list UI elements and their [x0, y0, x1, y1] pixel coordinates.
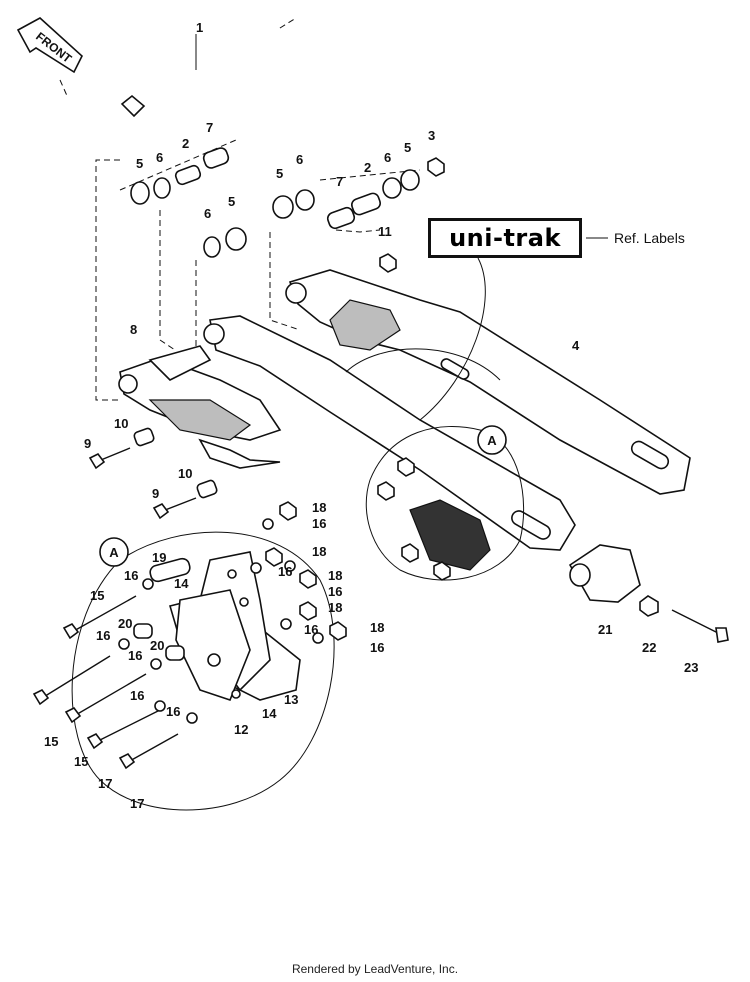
- callout-16: 16: [328, 584, 342, 599]
- pivot-shaft: [120, 17, 297, 118]
- clevis-assembly: [568, 544, 729, 643]
- callout-16: 16: [130, 688, 144, 703]
- callout-16: 16: [278, 564, 292, 579]
- callout-1: 1: [196, 20, 203, 35]
- front-arrow-icon: FRONT: [16, 17, 83, 99]
- callout-7: 7: [336, 174, 343, 189]
- callout-5: 5: [228, 194, 235, 209]
- callout-3: 3: [428, 128, 435, 143]
- detail-a-view: A: [32, 501, 347, 811]
- callout-18: 18: [328, 568, 342, 583]
- callout-23: 23: [684, 660, 698, 675]
- callout-9: 9: [152, 486, 159, 501]
- callout-5: 5: [276, 166, 283, 181]
- ref-labels-text: Ref. Labels: [614, 230, 685, 246]
- detail-marker-a-lower: A: [109, 545, 119, 560]
- callout-13: 13: [284, 692, 298, 707]
- callout-16: 16: [96, 628, 110, 643]
- callout-10: 10: [114, 416, 128, 431]
- callout-15: 15: [90, 588, 104, 603]
- callout-16: 16: [124, 568, 138, 583]
- callout-16: 16: [304, 622, 318, 637]
- callout-18: 18: [312, 544, 326, 559]
- callout-17: 17: [130, 796, 144, 811]
- unitrak-text: uni-trak: [449, 224, 561, 252]
- callout-2: 2: [364, 160, 371, 175]
- bushing-set-right: [272, 157, 445, 273]
- callout-6: 6: [296, 152, 303, 167]
- callout-15: 15: [44, 734, 58, 749]
- callout-6: 6: [204, 206, 211, 221]
- callout-17: 17: [98, 776, 112, 791]
- chain-slider: [148, 345, 212, 381]
- callout-5: 5: [136, 156, 143, 171]
- detail-a-locator: A: [365, 425, 525, 581]
- footer-credit: Rendered by LeadVenture, Inc.: [291, 962, 459, 976]
- bushing-set-left: [130, 147, 247, 258]
- callout-20: 20: [118, 616, 132, 631]
- unitrak-label: uni-trak: [428, 218, 582, 258]
- callout-14: 14: [262, 706, 277, 721]
- callout-labels: 1 2 2 3 4 5 5 5 5 6 6 6 6 7 7 8 9 9 10 1…: [44, 20, 698, 811]
- swingarm: [118, 269, 691, 551]
- callout-14: 14: [174, 576, 189, 591]
- assembly-lines: [95, 139, 421, 401]
- callout-18: 18: [328, 600, 342, 615]
- callout-18: 18: [312, 500, 326, 515]
- callout-16: 16: [128, 648, 142, 663]
- callout-16: 16: [370, 640, 384, 655]
- callout-19: 19: [152, 550, 166, 565]
- callout-21: 21: [598, 622, 612, 637]
- callout-6: 6: [384, 150, 391, 165]
- callout-16: 16: [166, 704, 180, 719]
- callout-8: 8: [130, 322, 137, 337]
- callout-15: 15: [74, 754, 88, 769]
- callout-22: 22: [642, 640, 656, 655]
- bolts-9-10: [88, 427, 218, 520]
- callout-18: 18: [370, 620, 384, 635]
- callout-6: 6: [156, 150, 163, 165]
- callout-5: 5: [404, 140, 411, 155]
- callout-7: 7: [206, 120, 213, 135]
- callout-20: 20: [150, 638, 164, 653]
- callout-10: 10: [178, 466, 192, 481]
- callout-16: 16: [312, 516, 326, 531]
- detail-marker-a-upper: A: [487, 433, 497, 448]
- callout-12: 12: [234, 722, 248, 737]
- unitrak-leader: [419, 257, 486, 421]
- callout-4: 4: [572, 338, 580, 353]
- callout-2: 2: [182, 136, 189, 151]
- callout-11: 11: [378, 224, 392, 239]
- callout-9: 9: [84, 436, 91, 451]
